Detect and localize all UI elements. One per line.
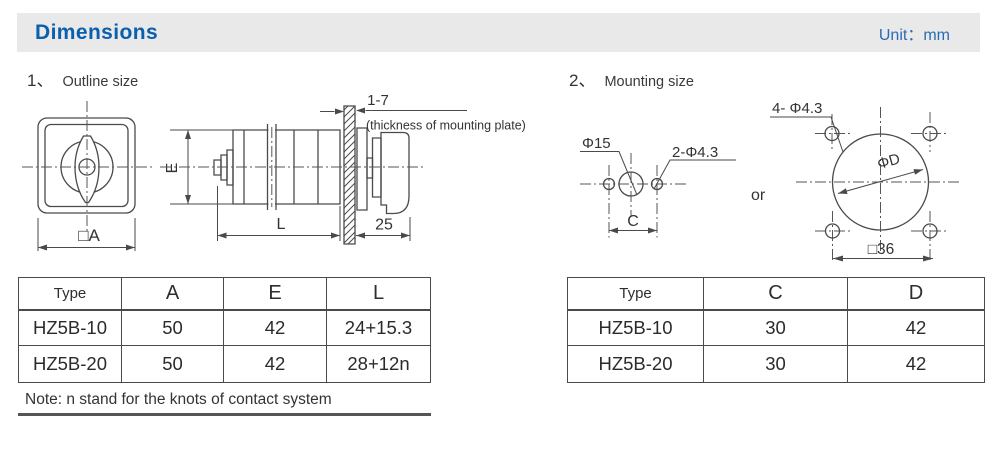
col-header-type: Type xyxy=(568,278,704,311)
dim-phi-d: ΦD xyxy=(875,150,902,173)
dim-e: E xyxy=(164,163,181,174)
dim-phi15: Φ15 xyxy=(582,135,611,152)
col-header-type: Type xyxy=(19,278,122,311)
dim-front-depth: 25 xyxy=(375,217,393,234)
table-cell: HZ5B-10 xyxy=(568,311,704,346)
dim-c: C xyxy=(627,213,639,230)
outline-size-table: Type A E L HZ5B-10 50 42 24+15.3 HZ5B-20… xyxy=(18,277,431,383)
dim-plate-thickness: 1-7 xyxy=(367,92,389,109)
table-cell: 50 xyxy=(122,346,224,382)
dim-4-phi43: 4- Φ4.3 xyxy=(772,100,822,117)
table-note: Note: n stand for the knots of contact s… xyxy=(18,386,431,416)
section-header-bar: Dimensions Unit：mm xyxy=(17,13,980,52)
outline-section-number: 1、 xyxy=(27,71,54,90)
col-header-l: L xyxy=(327,278,430,311)
four-hole-mounting-view: 4- Φ4.3 ΦD □36 xyxy=(770,100,960,263)
dim-2-phi43: 2-Φ4.3 xyxy=(672,144,718,161)
mounting-section-number: 2、 xyxy=(569,71,596,90)
outline-section-title: Outline size xyxy=(62,74,139,90)
table-cell: 42 xyxy=(905,353,927,374)
outline-drawing: □A E xyxy=(0,92,526,275)
mounting-section-title: Mounting size xyxy=(604,74,694,90)
dim-square-36: □36 xyxy=(868,241,895,258)
col-header-d: D xyxy=(848,278,984,311)
mounting-section-label: 2、 Mounting size xyxy=(569,66,694,91)
table-cell: HZ5B-10 xyxy=(19,311,122,346)
table-cell: 30 xyxy=(704,311,848,346)
table-cell: HZ5B-20 xyxy=(19,346,122,382)
page-title: Dimensions xyxy=(35,20,159,44)
col-header-c: C xyxy=(704,278,848,311)
outline-section-label: 1、 Outline size xyxy=(27,66,138,91)
knob-side-profile xyxy=(381,133,409,214)
table-cell: 24+15.3 xyxy=(327,311,430,346)
three-hole-mounting-view: Φ15 2-Φ4.3 C xyxy=(580,135,736,238)
mounting-size-table: Type C D HZ5B-10 30 42 HZ5B-20 30 42 xyxy=(567,277,985,383)
table-cell: 42 xyxy=(224,346,327,382)
table-cell: HZ5B-20 xyxy=(568,346,704,382)
mounting-drawing: Φ15 2-Φ4.3 C or 4- Φ4.3 ΦD □36 xyxy=(560,100,1000,275)
table-cell: 50 xyxy=(122,311,224,346)
table-cell: 30 xyxy=(704,346,848,382)
or-label: or xyxy=(751,187,766,204)
mounting-plate-hatch xyxy=(344,106,355,244)
table-cell: 28+12n xyxy=(347,353,410,374)
plate-thickness-note: (thickness of mounting plate) xyxy=(366,119,526,133)
unit-label: Unit：mm xyxy=(878,26,950,44)
switch-side-view: E 1-7 (thickness of mounting plate) L xyxy=(160,92,526,244)
col-header-e: E xyxy=(224,278,327,311)
dim-square-a: □A xyxy=(78,226,100,245)
table-cell: 42 xyxy=(848,311,984,346)
switch-front-view: □A xyxy=(22,101,152,251)
col-header-a: A xyxy=(122,278,224,311)
dim-l: L xyxy=(277,216,286,233)
table-cell: 42 xyxy=(224,311,327,346)
